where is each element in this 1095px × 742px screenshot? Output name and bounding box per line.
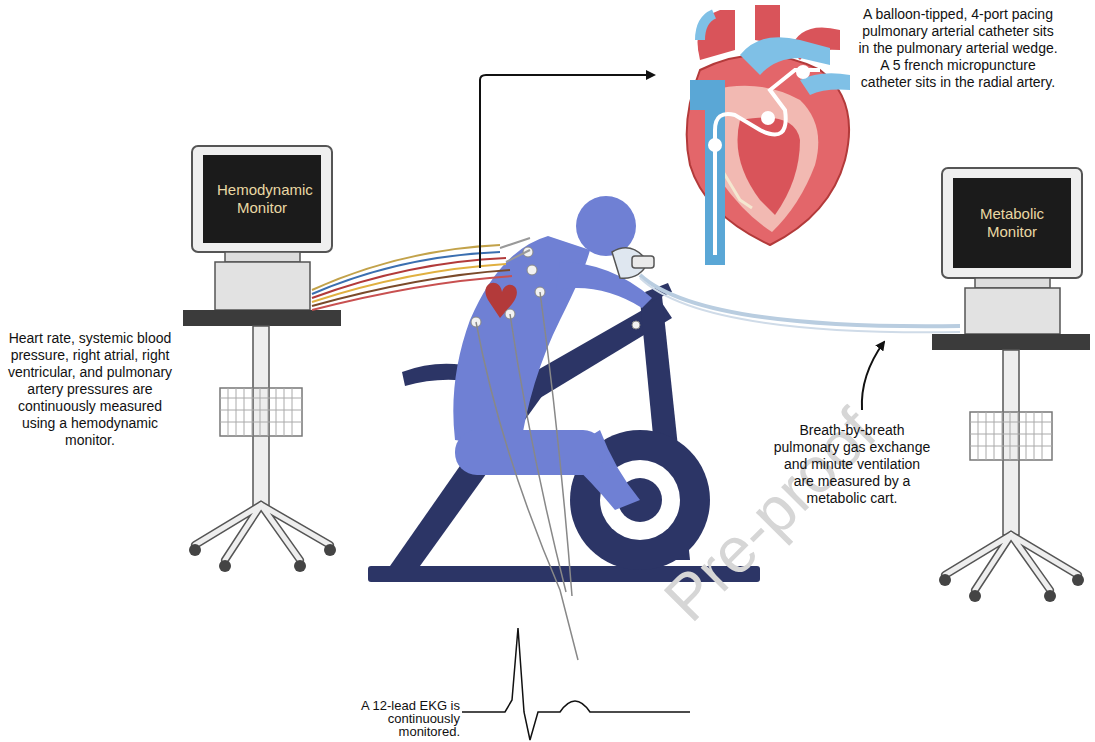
annotation-text: Heart rate, systemic blood pressure, rig… bbox=[4, 330, 176, 449]
monitor-screen: Hemodynamic Monitor bbox=[203, 155, 321, 243]
cyclist bbox=[453, 196, 652, 510]
screen-label: Metabolic Monitor bbox=[967, 205, 1057, 241]
ekg-trace bbox=[462, 628, 690, 740]
ekg-leads bbox=[462, 292, 690, 740]
hemodynamic-monitor-cart bbox=[183, 146, 341, 572]
pointer-arrow bbox=[480, 75, 654, 268]
monitor-screen: Metabolic Monitor bbox=[953, 178, 1071, 268]
heart-illustration bbox=[687, 5, 850, 265]
annotation-text: A balloon-tipped, 4-port pacing pulmonar… bbox=[858, 6, 1058, 91]
metabolic-monitor-cart bbox=[932, 168, 1090, 602]
catheter-cables bbox=[312, 238, 530, 310]
annotation-text: Breath-by-breath pulmonary gas exchange … bbox=[772, 422, 932, 507]
annotation-text: A 12-lead EKG is continuously monitored. bbox=[330, 698, 462, 739]
screen-label: Hemodynamic Monitor bbox=[217, 181, 307, 217]
face-mask bbox=[612, 248, 960, 332]
